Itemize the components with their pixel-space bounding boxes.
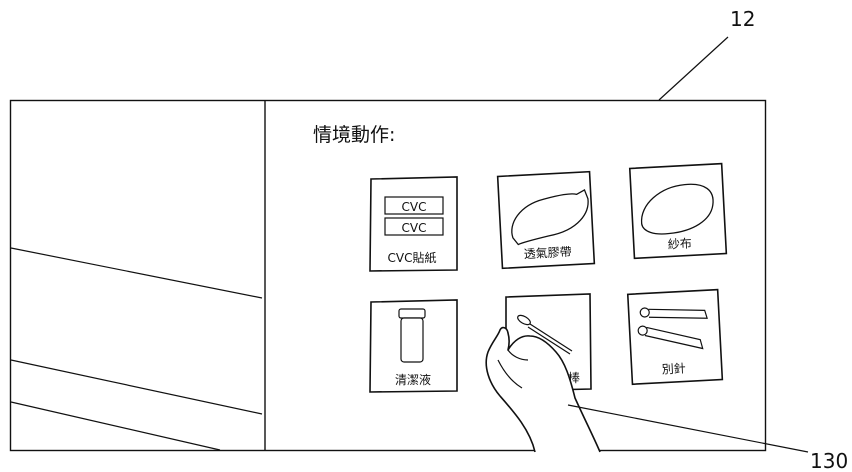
display-screen-frame xyxy=(9,99,767,452)
card-gauze[interactable]: 紗布 xyxy=(628,162,728,260)
reference-numeral-130: 130 xyxy=(810,449,848,472)
left-view-pane xyxy=(10,247,263,451)
safety-pin-icon xyxy=(637,307,708,350)
user-hand xyxy=(485,326,601,453)
reference-numeral-12: 12 xyxy=(730,7,755,31)
cleaning-solution-bottle-icon xyxy=(398,308,426,363)
card-cvc-sticker[interactable]: CVC CVC CVC貼紙 xyxy=(369,176,458,272)
card-caption: 透氣膠帶 xyxy=(523,245,572,261)
card-caption: 別針 xyxy=(661,360,686,376)
swab-stick-icon xyxy=(517,314,573,355)
card-caption: CVC貼紙 xyxy=(388,250,437,265)
sticker-text-top: CVC xyxy=(402,200,427,214)
cvc-sticker-icon: CVC CVC xyxy=(384,196,444,236)
action-panel-heading: 情境動作: xyxy=(313,124,395,146)
leader-line-12 xyxy=(658,36,729,101)
leader-line-130 xyxy=(567,404,809,453)
card-cleaning-solution[interactable]: 清潔液 xyxy=(369,299,458,393)
breathable-tape-icon xyxy=(511,189,589,246)
card-safety-pin[interactable]: 別針 xyxy=(626,288,724,386)
card-breathable-tape[interactable]: 透氣膠帶 xyxy=(496,170,596,270)
gauze-icon xyxy=(641,183,714,235)
card-caption: 紗布 xyxy=(667,236,692,251)
sticker-text-bottom: CVC xyxy=(402,221,427,235)
card-caption: 清潔液 xyxy=(395,372,431,387)
